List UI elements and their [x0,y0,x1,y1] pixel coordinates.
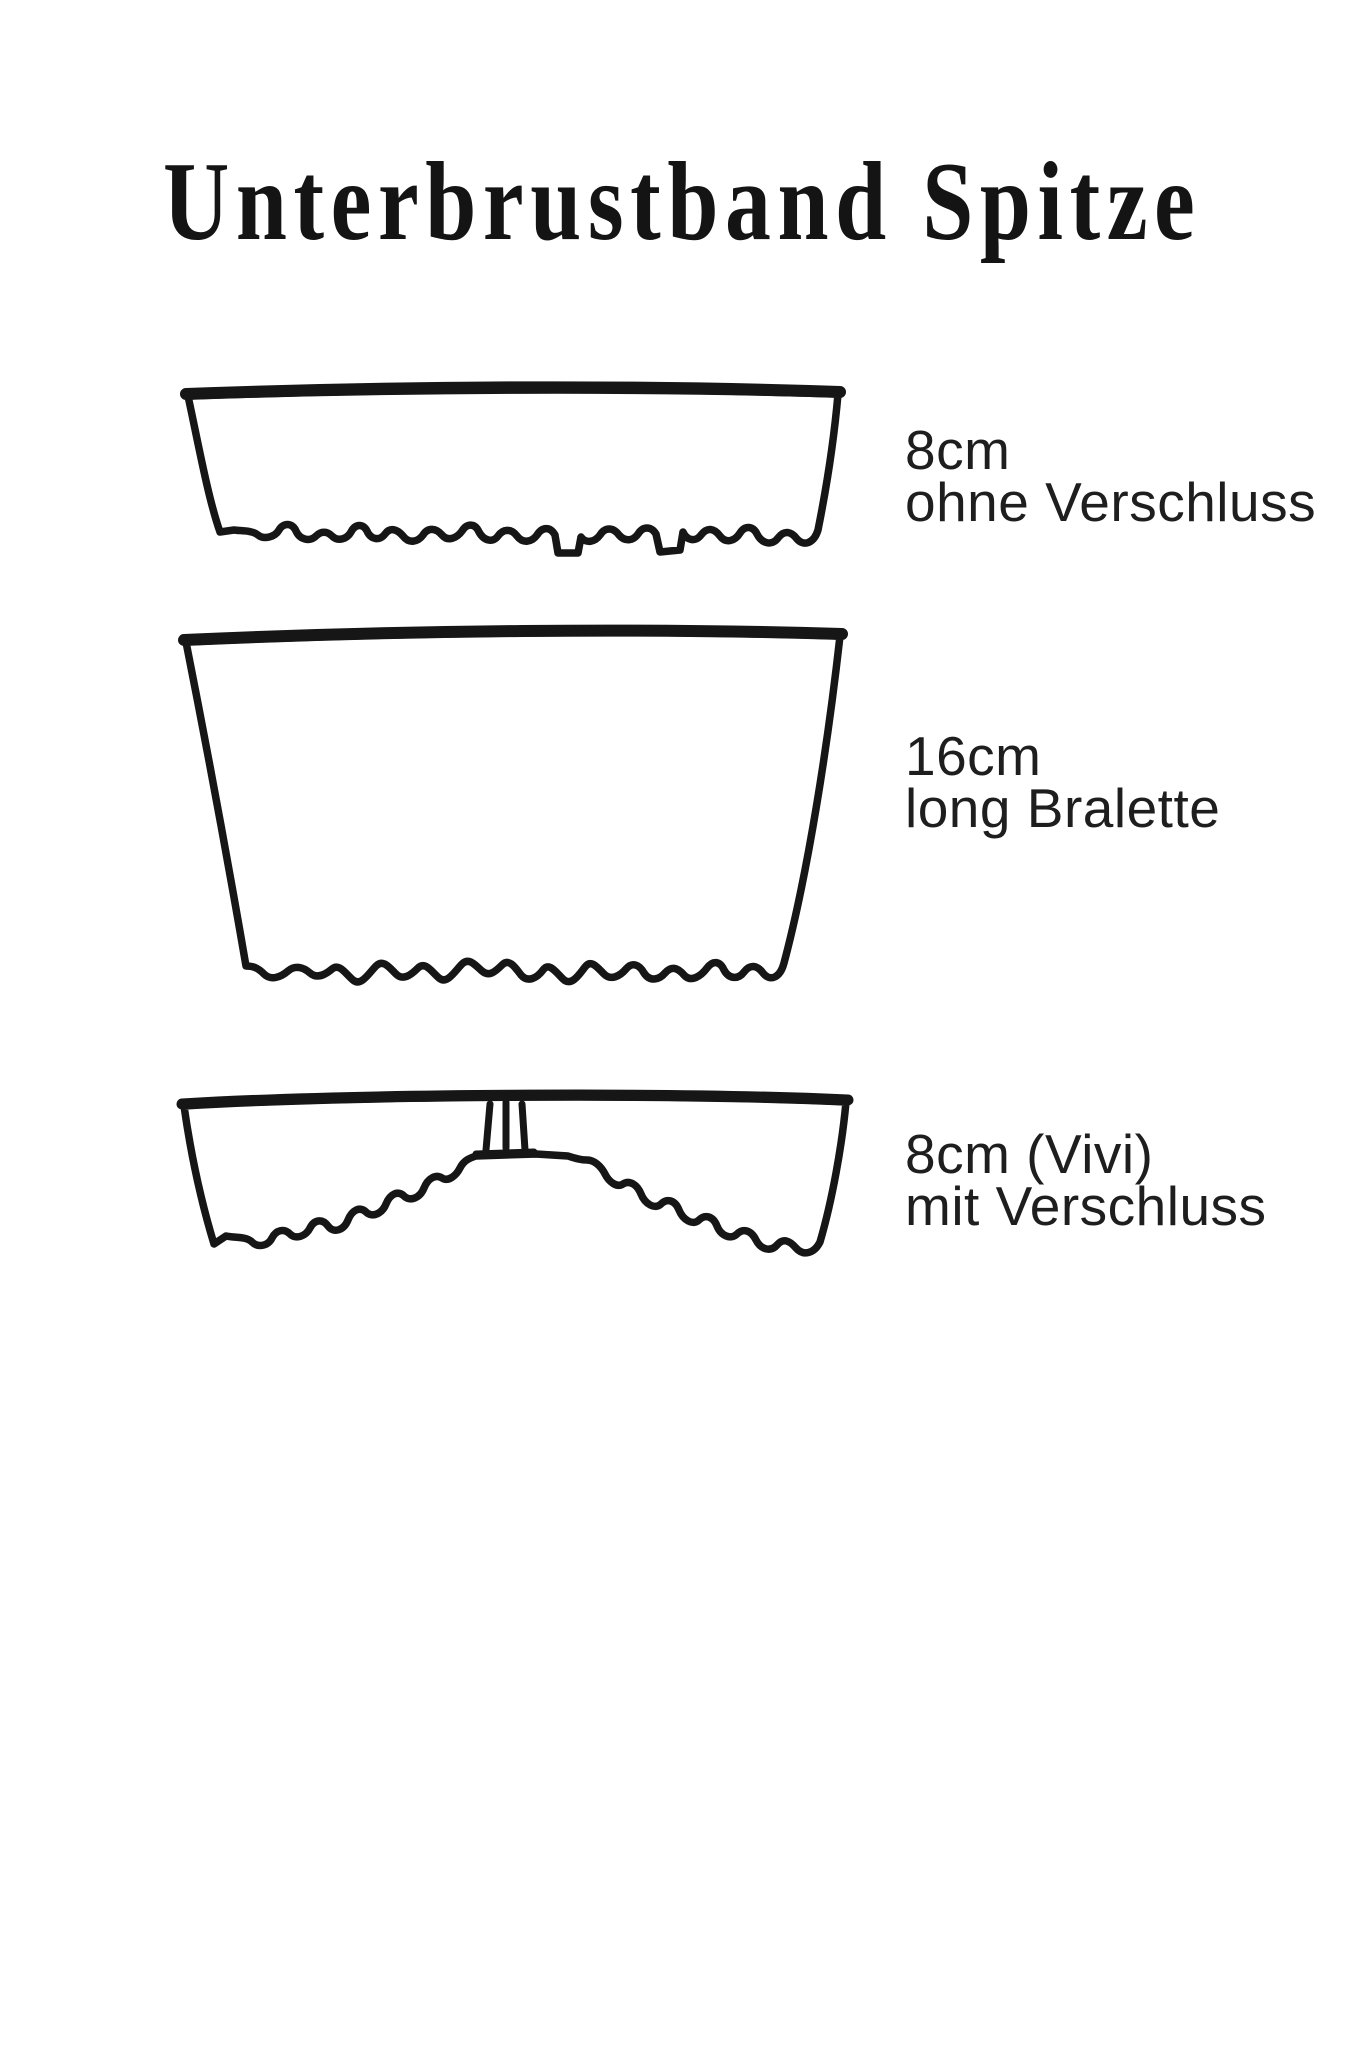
page-title: Unterbrustband Spitze [163,140,1202,264]
figure-label-8cm-vivi: 8cm (Vivi) mit Verschluss [905,1123,1267,1237]
band-drawing-8cm-vivi [176,1089,854,1257]
title-wrap: Unterbrustband Spitze [0,146,1365,258]
figure-label-8cm: 8cm ohne Verschluss [905,419,1317,533]
closure-hook-icon [472,1098,538,1158]
figure-size-label: 8cm (Vivi) [905,1123,1154,1185]
band-drawing-16cm [178,624,848,986]
figure-desc-label: mit Verschluss [905,1175,1267,1237]
figure-desc-label: ohne Verschluss [905,471,1317,533]
band-drawing-8cm [180,381,846,557]
figure-label-16cm: 16cm long Bralette [905,725,1221,839]
figure-size-label: 16cm [905,725,1042,787]
figure-size-label: 8cm [905,419,1011,481]
figure-desc-label: long Bralette [905,777,1221,839]
